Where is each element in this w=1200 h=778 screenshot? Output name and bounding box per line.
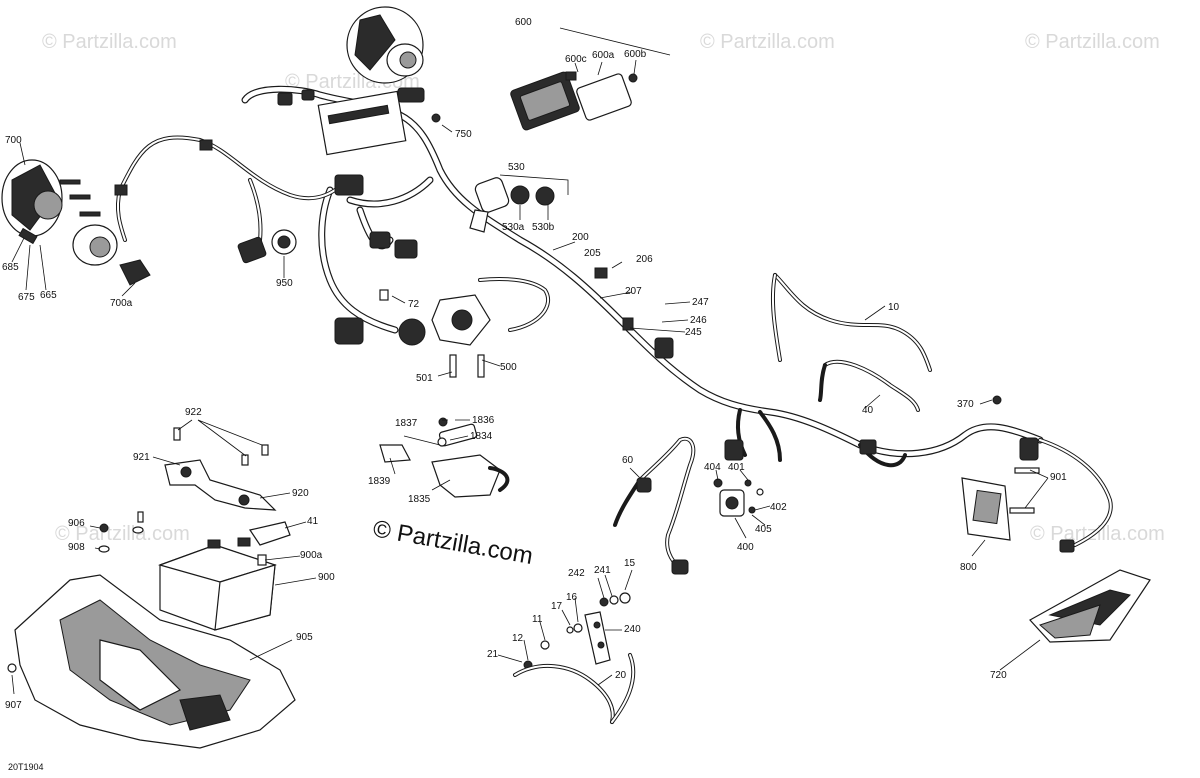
callout-10: 10 — [888, 302, 900, 313]
callout-501: 501 — [416, 373, 433, 384]
callout-11: 11 — [532, 614, 543, 625]
callout-921: 921 — [133, 452, 150, 463]
callout-17: 17 — [551, 601, 563, 612]
callout-15: 15 — [624, 558, 636, 569]
callout-901: 901 — [1050, 472, 1067, 483]
wire-60 — [613, 436, 696, 575]
taillight — [1029, 569, 1151, 643]
callout-750: 750 — [455, 129, 472, 140]
callout-60: 60 — [622, 455, 634, 466]
callout-40: 40 — [862, 405, 874, 416]
connector-950 — [237, 229, 297, 264]
callout-242: 242 — [568, 568, 585, 579]
callout-600c: 600c — [565, 54, 587, 65]
callout-1837: 1837 — [395, 418, 418, 429]
callout-900: 900 — [318, 572, 335, 583]
callout-600b: 600b — [624, 49, 647, 60]
callout-21: 21 — [487, 649, 499, 660]
battery-tray — [7, 574, 296, 749]
watermark-top-right: © Partzilla.com — [700, 31, 835, 53]
callout-370: 370 — [957, 399, 974, 410]
callout-1836: 1836 — [472, 415, 495, 426]
callout-206: 206 — [636, 254, 653, 265]
diagram-code: 20T1904 — [8, 762, 44, 772]
callout-1834: 1834 — [470, 431, 493, 442]
callout-685: 685 — [2, 262, 19, 273]
watermark-top-far-right: © Partzilla.com — [1025, 31, 1160, 53]
callout-908: 908 — [68, 542, 85, 553]
callout-400: 400 — [737, 542, 754, 553]
callout-205: 205 — [584, 248, 601, 259]
watermark-center: © Partzilla.com — [371, 515, 535, 570]
throttle-controller — [379, 289, 491, 378]
watermark-bottom-right: © Partzilla.com — [1030, 523, 1165, 545]
callout-1835: 1835 — [408, 494, 431, 505]
callout-700a: 700a — [110, 298, 133, 309]
callout-41: 41 — [307, 516, 319, 527]
battery-bracket — [164, 427, 277, 511]
callout-405: 405 — [755, 524, 772, 535]
callout-1839: 1839 — [368, 476, 391, 487]
sensor-1835 — [379, 417, 510, 498]
callout-530b: 530b — [532, 222, 555, 233]
watermark-top-left: © Partzilla.com — [42, 31, 177, 53]
ground-cable-assembly — [513, 592, 636, 724]
callout-530a: 530a — [502, 222, 525, 233]
callout-246: 246 — [690, 315, 707, 326]
callout-900a: 900a — [300, 550, 323, 561]
callout-245: 245 — [685, 327, 702, 338]
callout-20: 20 — [615, 670, 627, 681]
callout-600: 600 — [515, 17, 532, 28]
callout-240: 240 — [624, 624, 641, 635]
callout-16: 16 — [566, 592, 578, 603]
callout-906: 906 — [68, 518, 85, 529]
ignition-switch — [469, 177, 555, 233]
callout-12: 12 — [512, 633, 524, 644]
callout-920: 920 — [292, 488, 309, 499]
callout-600a: 600a — [592, 50, 615, 61]
callout-labels: 600 600c 600a 600b 750 700 700a 685 675 … — [2, 17, 1067, 711]
module-800 — [961, 395, 1075, 553]
callout-950: 950 — [276, 278, 293, 289]
callout-404: 404 — [704, 462, 721, 473]
callout-665: 665 — [40, 290, 57, 301]
callout-530: 530 — [508, 162, 525, 173]
callout-247: 247 — [692, 297, 709, 308]
callout-905: 905 — [296, 632, 313, 643]
main-harness — [115, 85, 1113, 547]
loom-connectors — [114, 139, 1039, 461]
ecm-module — [510, 71, 638, 131]
watermark-bottom-left: © Partzilla.com — [55, 523, 190, 545]
relay-400 — [713, 478, 764, 517]
callout-720: 720 — [990, 670, 1007, 681]
headlight-left — [1, 159, 151, 286]
callout-700: 700 — [5, 135, 22, 146]
headlight-upper — [277, 6, 441, 156]
callout-922: 922 — [185, 407, 202, 418]
callout-675: 675 — [18, 292, 35, 303]
cables-10-40 — [770, 273, 932, 412]
callout-402: 402 — [770, 502, 787, 513]
callout-200: 200 — [572, 232, 589, 243]
callout-241: 241 — [594, 565, 611, 576]
battery — [98, 511, 291, 631]
callout-401: 401 — [728, 462, 745, 473]
callout-907: 907 — [5, 700, 22, 711]
callout-72: 72 — [408, 299, 420, 310]
leader-lines — [11, 27, 1049, 695]
callout-800: 800 — [960, 562, 977, 573]
callout-500: 500 — [500, 362, 517, 373]
callout-207: 207 — [625, 286, 642, 297]
